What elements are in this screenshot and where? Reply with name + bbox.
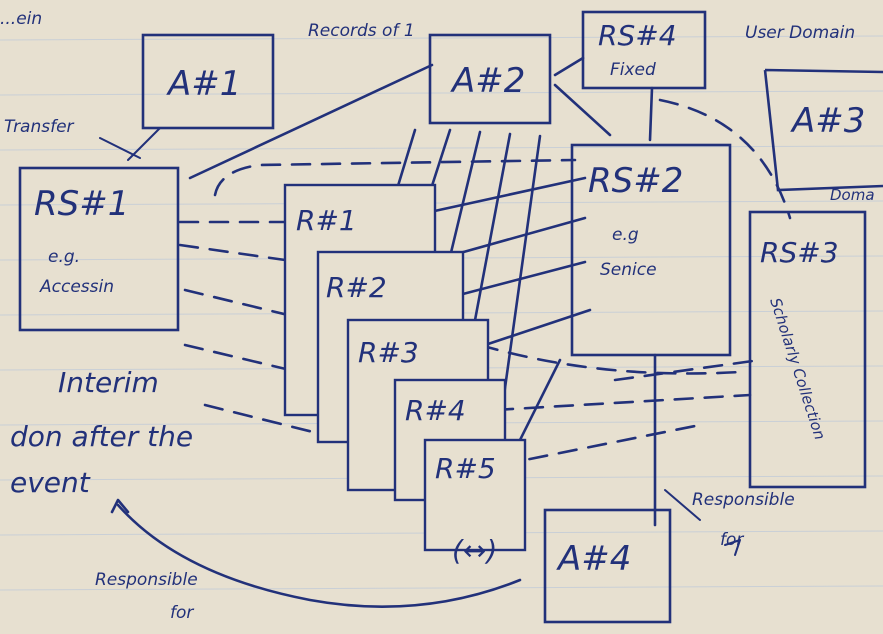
r3-label: R#3: [358, 336, 419, 369]
a4-label: A#4: [556, 539, 631, 579]
interim-note-1: Interim: [58, 366, 159, 399]
rs4-note: Fixed: [610, 60, 656, 80]
rs1-note-2: Accessin: [39, 277, 114, 297]
rs2-label: RS#2: [588, 161, 683, 201]
rs3-label: RS#3: [760, 236, 839, 269]
rs1-note-1: e.g.: [48, 247, 80, 267]
record-card-5: [423, 438, 527, 552]
rs1-box: RS#1 e.g. Accessin: [18, 166, 180, 332]
a2-label: A#2: [450, 61, 525, 101]
a3-label: A#3: [790, 101, 865, 141]
a1-label: A#1: [166, 64, 241, 104]
agent-a2: A#2: [428, 33, 552, 125]
doma-note: Doma: [830, 186, 875, 204]
interim-note-2: don after the: [10, 420, 193, 453]
r5-label: R#5: [435, 452, 496, 485]
agent-a1: A#1: [141, 33, 275, 130]
r1-label: R#1: [296, 204, 357, 237]
rs2-note-1: e.g: [612, 225, 639, 245]
interim-note-3: event: [10, 466, 91, 499]
annotations: ...ein Transfer Records of 1 User Domain…: [0, 9, 875, 623]
rs4-label: RS#4: [598, 19, 677, 52]
transfer-note: Transfer: [4, 117, 75, 137]
responsible-left-note-2: for: [170, 603, 194, 623]
rs3-box: RS#3 Scholarly Collection: [748, 210, 867, 489]
top-left-note: ...ein: [0, 9, 42, 29]
rs2-note-2: Senice: [600, 260, 657, 280]
r2-label: R#2: [326, 271, 387, 304]
records-of-1-note: Records of 1: [308, 21, 415, 41]
agent-a4: A#4: [543, 508, 672, 624]
rs3-note: Scholarly Collection: [766, 296, 829, 442]
responsible-note-1: Responsible: [692, 490, 795, 510]
double-arrow-note: (↔): [452, 534, 497, 567]
r4-label: R#4: [405, 394, 466, 427]
user-domain-note: User Domain: [745, 23, 855, 43]
record-cards: R#1 R#2 R#3 R#4 R#5: [283, 183, 527, 552]
responsible-note-2: for: [720, 530, 744, 550]
rs2-box: RS#2 e.g Senice: [570, 143, 732, 357]
rs1-label: RS#1: [34, 184, 129, 224]
rs4-box: RS#4 Fixed: [581, 10, 707, 90]
responsible-left-note-1: Responsible: [95, 570, 198, 590]
agent-a3: A#3: [763, 68, 883, 192]
